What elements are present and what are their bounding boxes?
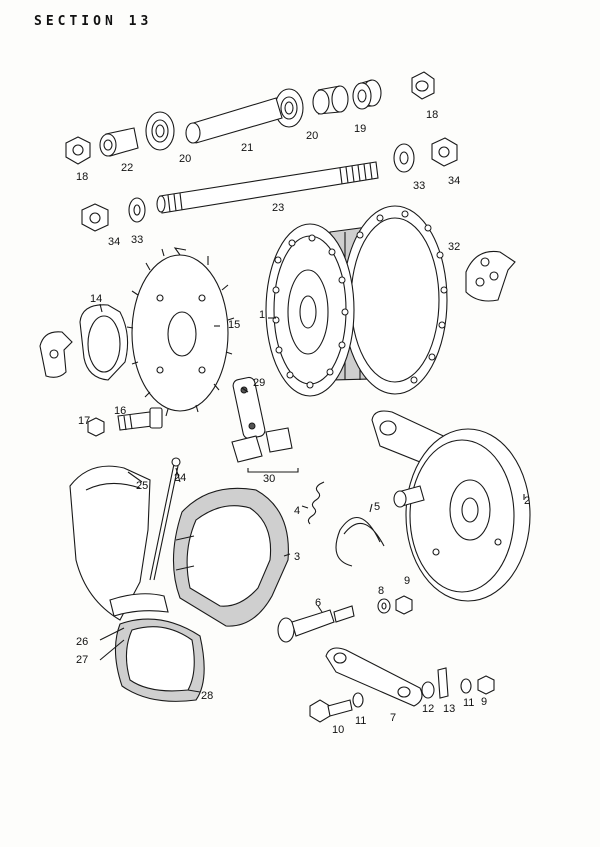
callout-8: 8 xyxy=(378,585,384,597)
chain-link-29 xyxy=(232,376,266,440)
callout-labels: 1 2 3 4 5 6 7 8 9 9 10 11 11 12 13 14 15… xyxy=(76,109,530,736)
clip-26-27 xyxy=(109,593,169,617)
circlip-5 xyxy=(335,517,385,567)
cover-plate-32 xyxy=(465,250,516,302)
callout-23: 23 xyxy=(272,202,284,214)
callout-4: 4 xyxy=(294,505,300,517)
callout-25: 25 xyxy=(136,480,148,492)
callout-11-right: 11 xyxy=(463,697,474,709)
callout-21: 21 xyxy=(241,142,253,154)
lock-plate xyxy=(39,331,73,378)
nut-18-left xyxy=(65,136,91,165)
callout-33-left: 33 xyxy=(131,234,143,246)
spacer-22 xyxy=(99,127,139,157)
nut-18-right xyxy=(411,71,435,100)
callout-16: 16 xyxy=(114,405,126,417)
callout-19: 19 xyxy=(354,123,366,135)
washer-33-right xyxy=(393,143,415,173)
brake-plate-2 xyxy=(371,410,531,602)
callout-9-bottom: 9 xyxy=(481,696,487,708)
callout-6: 6 xyxy=(315,597,321,609)
mudguard-25 xyxy=(69,465,151,621)
callout-28: 28 xyxy=(201,690,213,702)
bracket-30 xyxy=(247,468,299,473)
callout-20-left: 20 xyxy=(179,153,191,165)
callout-34-right: 34 xyxy=(448,175,460,187)
callout-32: 32 xyxy=(448,241,460,253)
nut-9-bottom xyxy=(477,675,495,695)
callout-13: 13 xyxy=(443,703,455,715)
callout-22: 22 xyxy=(121,162,133,174)
callout-7: 7 xyxy=(390,712,396,724)
callout-1: 1 xyxy=(259,309,265,321)
bearing-20-left xyxy=(145,111,175,151)
callout-26: 26 xyxy=(76,636,88,648)
washer-11-right xyxy=(460,678,472,694)
mudguard-28 xyxy=(114,618,205,702)
bolt-10 xyxy=(309,699,353,723)
nut-9-top xyxy=(395,595,413,615)
nut-34-right xyxy=(431,137,458,167)
torque-arm-7 xyxy=(325,647,423,707)
callout-14: 14 xyxy=(90,293,102,305)
callout-10: 10 xyxy=(332,724,344,736)
callout-34-left: 34 xyxy=(108,236,120,248)
nut-17 xyxy=(87,417,105,437)
callout-27: 27 xyxy=(76,654,88,666)
section-title: SECTION 13 xyxy=(34,14,153,29)
spacer-20-right xyxy=(312,85,349,115)
clip-13 xyxy=(437,667,449,699)
washer-33-left xyxy=(128,197,146,223)
callout-11-left: 11 xyxy=(355,715,366,727)
callout-15: 15 xyxy=(228,319,240,331)
wheel-spindle-23 xyxy=(156,161,379,214)
nut-34-left xyxy=(81,203,109,232)
callout-17: 17 xyxy=(78,415,90,427)
callout-5: 5 xyxy=(374,501,380,513)
washer-8 xyxy=(377,598,391,614)
callout-18-right: 18 xyxy=(426,109,438,121)
washer-11-left xyxy=(352,692,364,708)
gasket-14 xyxy=(79,304,129,381)
callout-2: 2 xyxy=(524,495,530,507)
brake-shoe-3 xyxy=(172,487,289,627)
callout-12: 12 xyxy=(422,703,434,715)
hub-spoke-holes xyxy=(272,210,448,389)
spacer-19 xyxy=(352,79,382,110)
leader-lines xyxy=(99,303,525,693)
callout-30: 30 xyxy=(263,473,275,485)
chain-spring-link-30 xyxy=(231,427,293,463)
callout-20-right: 20 xyxy=(306,130,318,142)
spring-4 xyxy=(307,481,325,525)
bolt-16 xyxy=(117,407,163,431)
callout-9-top: 9 xyxy=(404,575,410,587)
wheel-hub-1 xyxy=(265,205,448,397)
callout-29: 29 xyxy=(253,377,265,389)
brake-cam-6 xyxy=(277,605,355,643)
sprocket-15 xyxy=(126,247,235,417)
callout-3: 3 xyxy=(294,551,300,563)
spacer-12 xyxy=(421,681,435,699)
callout-33-right: 33 xyxy=(413,180,425,192)
callout-24: 24 xyxy=(174,472,186,484)
distance-tube-21 xyxy=(185,97,283,144)
stay-24 xyxy=(149,457,181,581)
callout-18-left: 18 xyxy=(76,171,88,183)
